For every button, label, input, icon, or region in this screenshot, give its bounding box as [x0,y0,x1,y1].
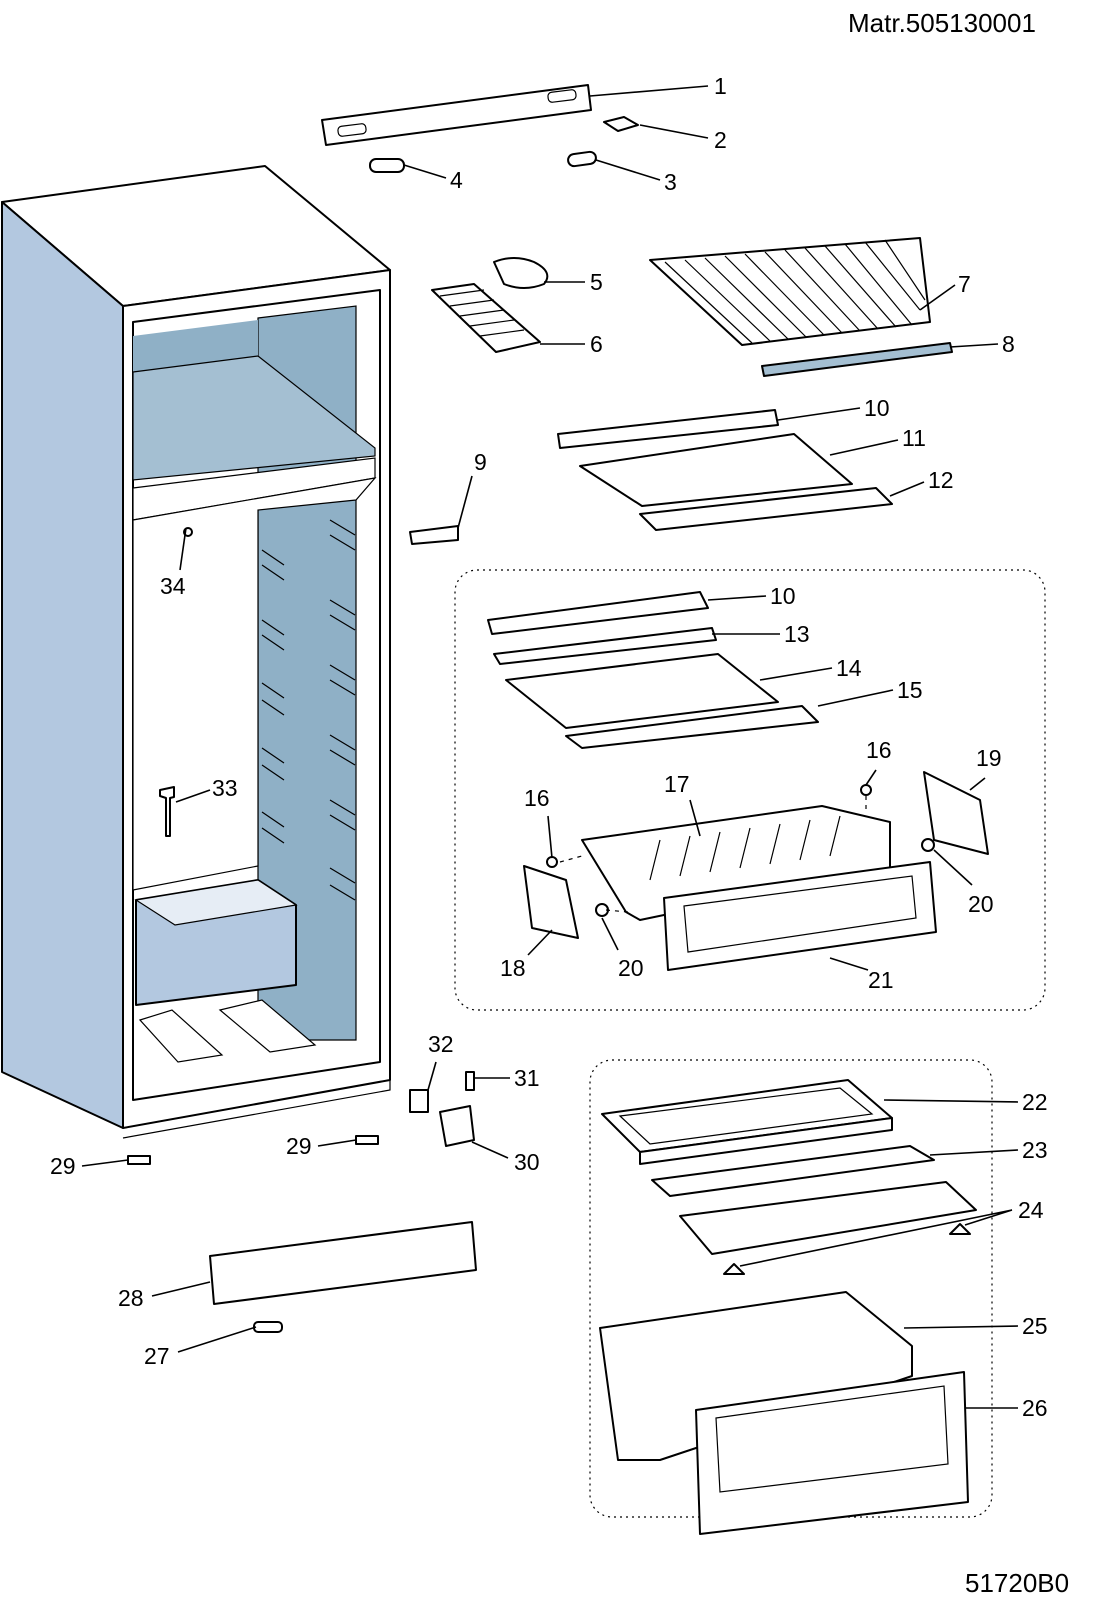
callout-20-right: 20 [968,891,994,917]
upper-shelf-assembly [409,409,893,545]
part-runner-18 [523,865,579,939]
part-shelf-trim-8 [761,342,953,377]
part-foot-24a [949,1223,971,1235]
callout-17: 17 [664,771,690,797]
callout-33: 33 [212,775,238,801]
crisper-top [134,879,298,926]
bottom-parts [127,1071,477,1333]
part-glass-shelf-11 [579,433,853,507]
callout-27: 27 [144,1343,170,1369]
part-rail-23 [651,1145,935,1197]
cabinet-base [122,1079,391,1139]
part-foot-29b [355,1135,379,1145]
part-kickplate-28 [209,1221,477,1305]
part-roller-20a [921,838,935,852]
callout-22: 22 [1022,1089,1048,1115]
callout-12: 12 [928,467,954,493]
part-glass-shelf-14 [505,653,779,729]
material-number: Matr.505130001 [848,8,1036,38]
part-shelf-trim-15 [565,705,819,749]
part-hinge-30 [439,1105,475,1147]
middle-shelf-assembly [487,591,819,749]
shelf-drawer-group-box [454,569,1046,1011]
part-block-32 [409,1089,429,1113]
part-top-trim-1 [321,84,592,146]
callout-24: 24 [1018,1197,1044,1223]
part-ice-scoop-5 [493,257,549,289]
freezer-shelf [132,355,376,481]
callout-16-left: 16 [524,785,550,811]
callout-15: 15 [897,677,923,703]
part-clip-27 [253,1321,283,1333]
callout-25: 25 [1022,1313,1048,1339]
side-rails [261,519,356,901]
callout-18: 18 [500,955,526,981]
part-shelf-rail-10a [557,409,779,449]
crisper-assembly [599,1079,977,1535]
callout-19: 19 [976,745,1002,771]
callout-10-upper: 10 [864,395,890,421]
part-drawer-front-21 [663,861,937,971]
part-foot-24b [723,1263,745,1275]
callout-21: 21 [868,967,894,993]
part-roller-16b [860,784,872,796]
callout-20-left: 20 [618,955,644,981]
callout-8: 8 [1002,331,1015,357]
drawing-code: 51720B0 [965,1568,1069,1598]
freezer-parts [431,237,953,377]
part-shelf-trim-12 [639,487,893,531]
part-roller-16a [546,856,558,868]
callout-31: 31 [514,1065,540,1091]
part-front-rail-24 [679,1181,977,1255]
callout-34: 34 [160,573,186,599]
callout-16-right: 16 [866,737,892,763]
callout-23: 23 [1022,1137,1048,1163]
part-foot-29a [127,1155,151,1165]
cabinet-left-side [1,201,124,1129]
callout-30: 30 [514,1149,540,1175]
callout-9: 9 [474,449,487,475]
callout-6: 6 [590,331,603,357]
part-crisper-front-26 [695,1371,969,1535]
part-bracket-9 [409,525,459,545]
callout-3: 3 [664,169,677,195]
part-hinge-cover-2 [603,116,639,132]
leader-lines [81,85,1019,1409]
callout-14: 14 [836,655,862,681]
part-pin-31 [465,1071,475,1091]
freezer-back-wall [133,320,258,372]
fridge-back-wall [132,477,377,891]
part-wire-shelf-7 [649,237,931,346]
callout-13: 13 [784,621,810,647]
callout-2: 2 [714,127,727,153]
top-trim-parts [321,84,639,173]
callout-26: 26 [1022,1395,1048,1421]
part-plug-4 [369,158,405,173]
callout-29-right: 29 [286,1133,312,1159]
drawer-assembly [523,771,989,971]
part-shelf-rail-10b [487,591,709,635]
part-runner-19 [923,771,989,855]
callout-7: 7 [958,271,971,297]
part-crisper-drawer-25 [599,1291,913,1461]
floor-plate-left [138,1009,224,1063]
callout-28: 28 [118,1285,144,1311]
callout-5: 5 [590,269,603,295]
refrigerator-cabinet [1,165,391,1139]
thermostat-probe [159,786,175,837]
callout-labels: 1 2 3 4 5 6 7 8 9 10 11 12 34 10 13 14 1… [50,73,1048,1421]
part-ice-tray-6 [431,283,541,353]
callout-29-left: 29 [50,1153,76,1179]
part-plug-3 [567,150,597,168]
callout-11: 11 [902,425,926,451]
callout-10-lower: 10 [770,583,796,609]
floor-plate-right [218,999,317,1053]
part-shelf-rail-13 [493,627,717,665]
callout-1: 1 [714,73,727,99]
callout-32: 32 [428,1031,454,1057]
callout-4: 4 [450,167,463,193]
